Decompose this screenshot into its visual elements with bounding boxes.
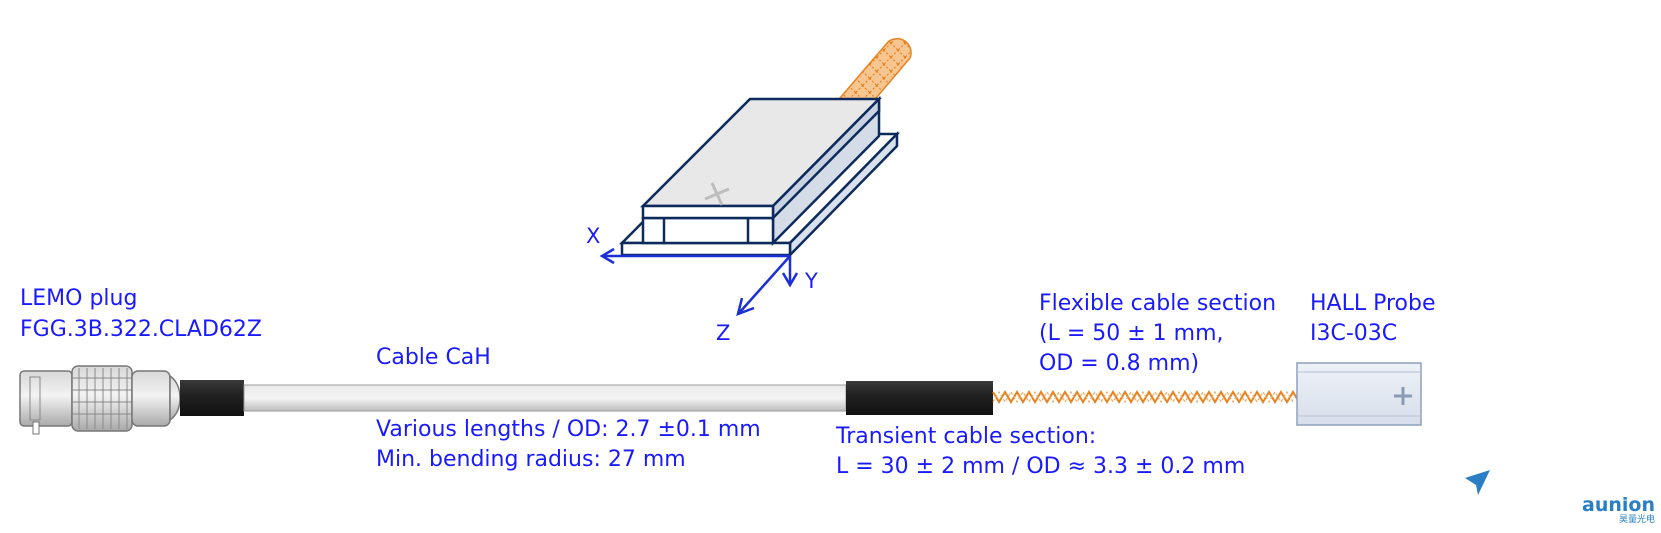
axis-indicators xyxy=(599,247,799,317)
base-plate-front xyxy=(620,241,792,257)
hall-probe-part-number: I3C-03C xyxy=(1310,321,1398,346)
lemo-knurl xyxy=(72,368,132,429)
flex-section-title: Flexible cable section xyxy=(1039,291,1277,316)
transient-sleeve xyxy=(846,381,993,415)
top-plate-front xyxy=(641,204,775,220)
sensor-cross-mark xyxy=(704,182,730,206)
brand-logo-icon xyxy=(1465,470,1490,495)
flex-section-od: OD = 0.8 mm) xyxy=(1039,351,1200,376)
lemo-plug-title: LEMO plug xyxy=(20,286,138,311)
hall-probe-title: HALL Probe xyxy=(1310,291,1436,316)
transient-section-title: Transient cable section: xyxy=(836,424,1097,449)
flex-lead-3d xyxy=(838,37,912,111)
transient-section-spec: L = 30 ± 2 mm / OD ≈ 3.3 ± 0.2 mm xyxy=(836,454,1246,479)
axis-y-label: Y xyxy=(804,269,818,293)
lemo-plug xyxy=(19,365,181,435)
cable-spec-od: Various lengths / OD: 2.7 ±0.1 mm xyxy=(376,417,761,442)
axis-x-label: X xyxy=(586,224,600,248)
probe-3d-illustration xyxy=(619,37,912,259)
brand-subtitle: 昊量光电 xyxy=(1618,515,1655,525)
flex-section-length: (L = 50 ± 1 mm, xyxy=(1039,321,1224,346)
hall-probe-head xyxy=(1296,362,1422,426)
cable-title: Cable CaH xyxy=(376,345,491,370)
cable-spec-bend-radius: Min. bending radius: 27 mm xyxy=(376,447,686,472)
brand-name: aunion xyxy=(1582,494,1655,516)
lemo-plug-part-number: FGG.3B.322.CLAD62Z xyxy=(20,317,262,342)
main-cable-cah xyxy=(243,384,847,412)
probe-sensor-mark xyxy=(1394,387,1412,405)
axis-z-label: Z xyxy=(716,321,730,345)
plug-strain-relief xyxy=(180,380,244,416)
brand-logo: aunion 昊量光电 xyxy=(1582,494,1655,526)
mid-block-front xyxy=(641,216,775,245)
flexible-cable-braid xyxy=(992,390,1300,406)
